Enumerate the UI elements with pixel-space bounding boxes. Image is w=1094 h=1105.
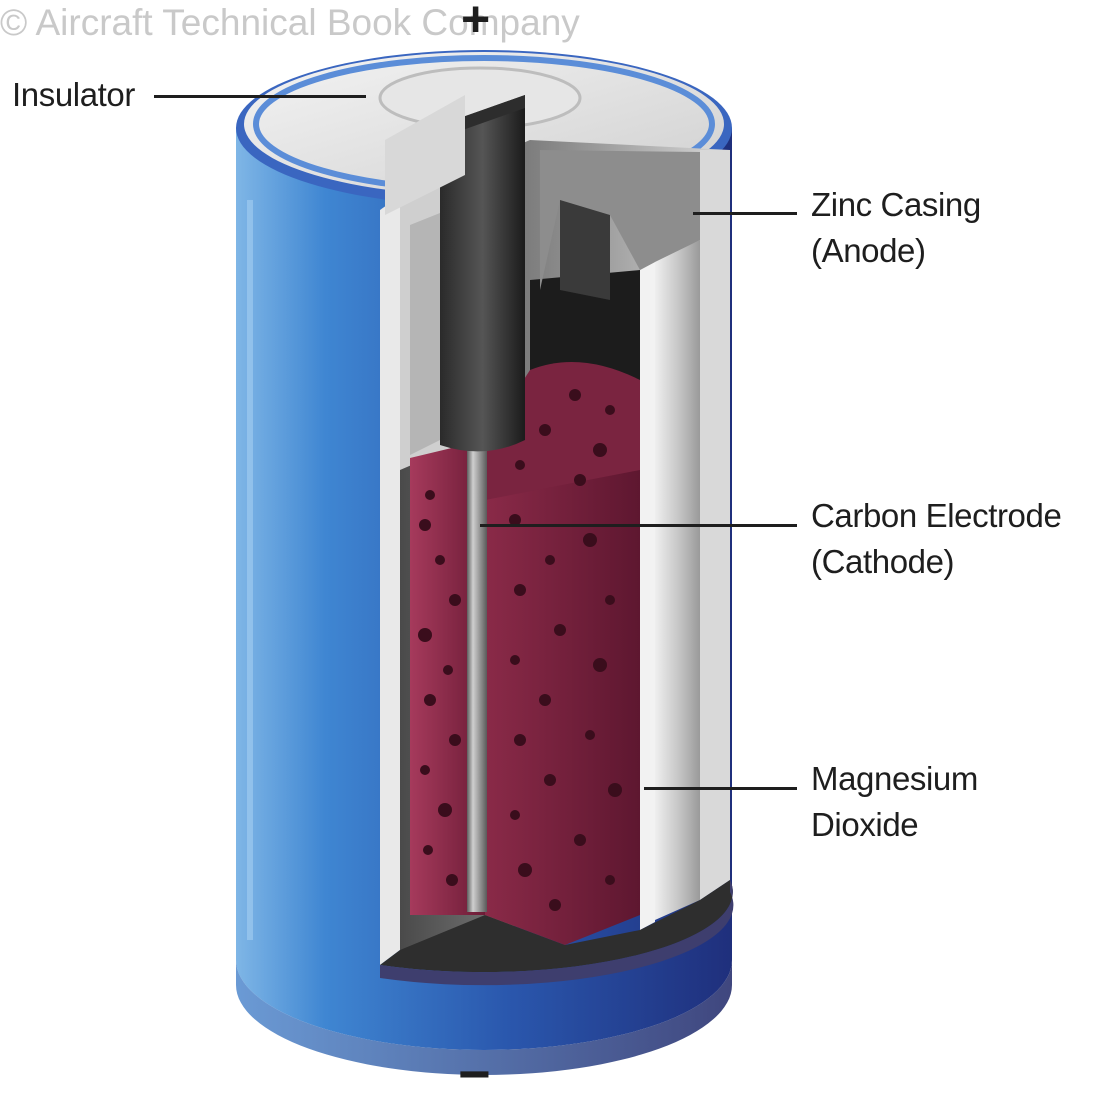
battery-cutaway-illustration — [236, 50, 734, 1075]
zinc-casing-label-sub: (Anode) — [811, 232, 926, 269]
battery-diagram: © Aircraft Technical Book Company + − In… — [0, 0, 1062, 1102]
carbon-electrode-leader-line — [480, 524, 797, 527]
positive-terminal-sign: + — [461, 0, 491, 47]
copyright-watermark: © Aircraft Technical Book Company — [0, 2, 580, 43]
magnesium-dioxide-leader-line — [644, 787, 797, 790]
insulator-label: Insulator — [12, 76, 135, 113]
carbon-electrode-label: Carbon Electrode — [811, 497, 1062, 534]
zinc-casing-leader-line — [693, 212, 797, 215]
carbon-electrode-label-sub: (Cathode) — [811, 543, 955, 580]
magnesium-dioxide-label: Magnesium — [811, 760, 978, 797]
magnesium-dioxide-label-sub: Dioxide — [811, 806, 919, 843]
zinc-casing-label: Zinc Casing — [811, 186, 981, 223]
carbon-electrode — [385, 95, 525, 912]
negative-terminal-sign: − — [458, 1042, 491, 1105]
insulator-leader-line — [154, 95, 366, 98]
magnesium-dioxide-paste — [410, 362, 640, 945]
